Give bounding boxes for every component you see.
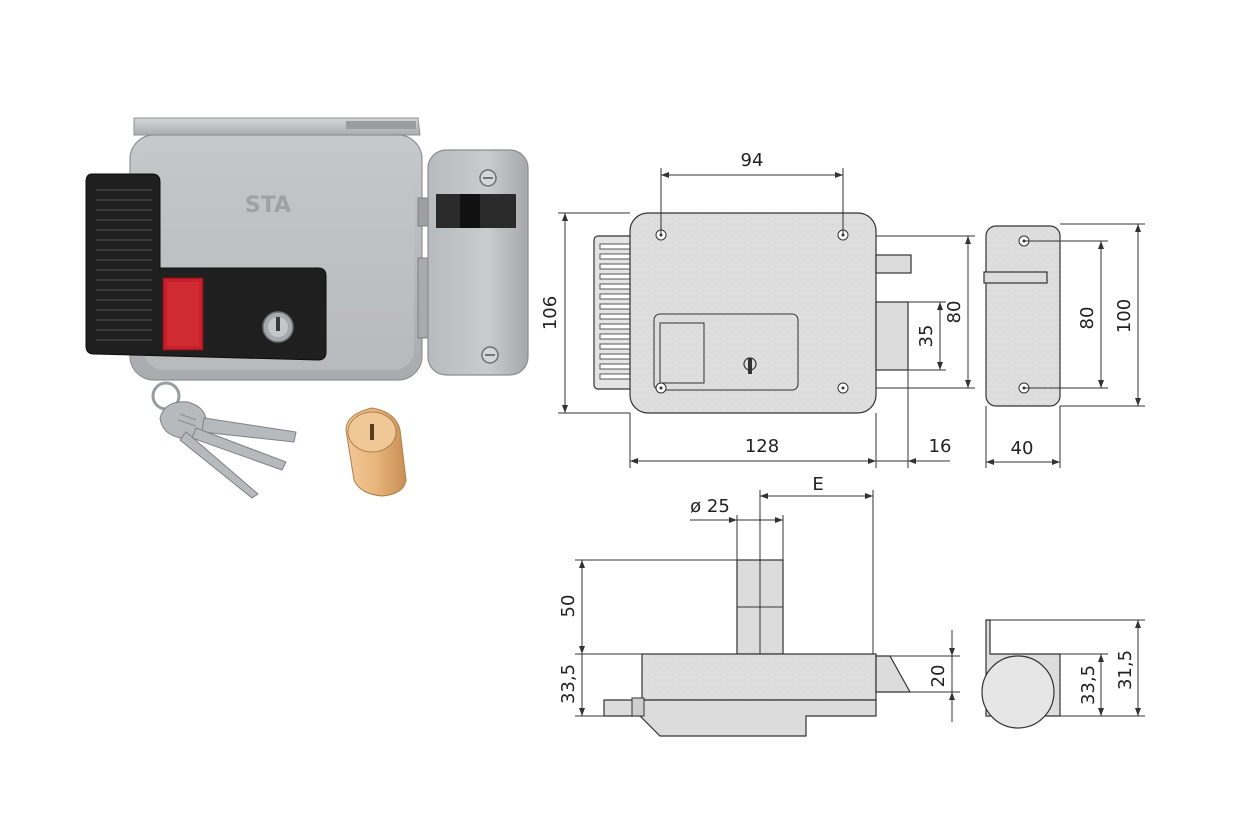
section-body [641,653,877,701]
section-back-plate [603,699,877,737]
bolt-upper [875,254,912,274]
key-blade-1 [201,417,297,443]
keys [151,381,297,499]
button-ribs [96,189,152,341]
keeper-outline [985,225,1061,407]
dim-33-5-keeper: 33,5 [1078,665,1099,705]
dim-80-body: 80 [944,301,965,324]
dim-40: 40 [1011,438,1034,459]
dim-128: 128 [745,436,779,457]
plate-label [346,121,416,129]
dim-106: 106 [540,296,561,330]
dim-33-5-body: 33,5 [558,664,579,704]
dim-50: 50 [558,595,579,618]
keeper [427,149,529,376]
dim-94: 94 [741,150,764,171]
keeper-section-view: 33,5 31,5 [981,619,1145,729]
section-view-drawing: E ø 25 50 33,5 20 [558,474,960,737]
front-view-drawing: 94 106 35 80 128 16 [540,150,975,468]
dim-E: E [812,474,823,495]
section-latch [875,655,912,693]
key-blade-3 [179,431,259,499]
brass-cylinder [345,407,407,497]
dim-35: 35 [916,325,937,348]
keyhole [276,317,280,331]
dim-31-5: 31,5 [1115,650,1136,690]
dim-16: 16 [929,436,952,457]
keeper-section-circle [981,655,1055,729]
dim-100: 100 [1114,299,1135,333]
key-blade-2 [191,427,287,471]
dim-80-keeper: 80 [1077,307,1098,330]
lock-photo: STA [85,117,529,381]
dim-dia-25: ø 25 [690,496,730,517]
brand-logo: STA [245,193,291,218]
keeper-slot [983,271,1048,284]
keeper-side-view: 80 100 40 [983,223,1145,468]
bolt-main [875,301,909,371]
dim-20: 20 [928,665,949,688]
